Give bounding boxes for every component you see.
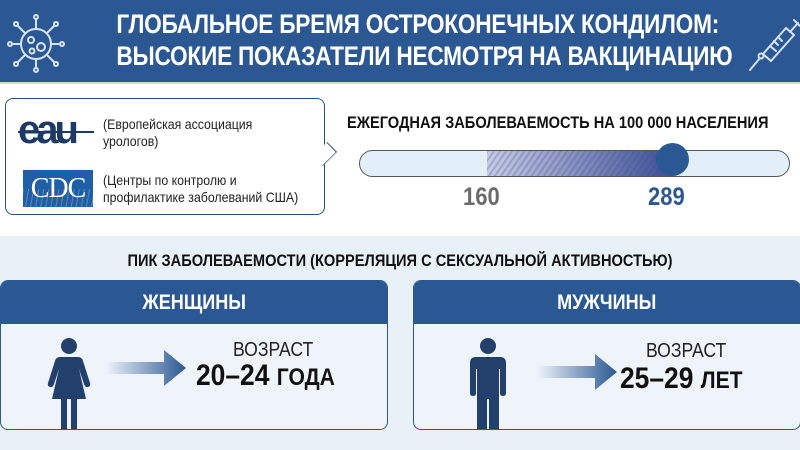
cdc-description: (Центры по контролю и профилактике забол… (103, 172, 298, 206)
sources-callout: eau (Европейская ассоциация урологов) CD… (5, 98, 338, 215)
men-age-value: 25–29 ЛЕТ (620, 362, 743, 396)
men-age-label: ВОЗРАСТ (646, 340, 727, 362)
peak-title: ПИК ЗАБОЛЕВАЕМОСТИ (КОРРЕЛЯЦИЯ С СЕКСУАЛ… (127, 251, 673, 270)
female-figure-icon (47, 338, 91, 429)
incidence-low-value: 160 (463, 183, 500, 211)
cdc-logo-text: CDC (30, 173, 87, 204)
syringe-icon (749, 19, 800, 71)
women-age-value: 20–24 ГОДА (196, 359, 335, 393)
arrow-right-icon (537, 354, 617, 390)
title-line-2: ВЫСОКИЕ ПОКАЗАТЕЛИ НЕСМОТРЯ НА ВАКЦИНАЦИ… (116, 41, 733, 71)
male-figure-icon (470, 338, 506, 429)
peak-incidence-section: ПИК ЗАБОЛЕВАЕМОСТИ (КОРРЕЛЯЦИЯ С СЕКСУАЛ… (0, 236, 800, 450)
women-card-header: ЖЕНЩИНЫ (1, 281, 387, 324)
men-label: МУЖЧИНЫ (557, 291, 657, 314)
women-age-label: ВОЗРАСТ (233, 339, 314, 361)
page-title: ГЛОБАЛЬНОЕ БРЕМЯ ОСТРОКОНЕЧНЫХ КОНДИЛОМ:… (116, 8, 733, 72)
title-line-1: ГЛОБАЛЬНОЕ БРЕМЯ ОСТРОКОНЕЧНЫХ КОНДИЛОМ: (116, 9, 720, 39)
arrow-right-icon (106, 350, 186, 386)
incidence-range-bar (359, 150, 790, 177)
women-card: ЖЕНЩИНЫ ВОЗРАСТ 20–24 ГОДА (0, 280, 388, 430)
men-card: МУЖЧИНЫ ВОЗРАСТ 25–29 ЛЕТ (413, 280, 800, 430)
women-label: ЖЕНЩИНЫ (142, 291, 246, 314)
virus-icon (7, 14, 65, 73)
cdc-text-line-2: профилактике заболеваний США) (103, 189, 299, 205)
eau-text-line-2: урологов) (103, 133, 159, 149)
incidence-high-marker (656, 143, 689, 176)
incidence-range-fill (487, 151, 673, 176)
men-age-range: 25–29 (620, 362, 694, 395)
women-age-range: 20–24 (196, 359, 270, 392)
eau-text-line-1: (Европейская ассоциация (103, 116, 253, 132)
callout-pointer (312, 141, 338, 167)
header-banner: ГЛОБАЛЬНОЕ БРЕМЯ ОСТРОКОНЕЧНЫХ КОНДИЛОМ:… (0, 0, 800, 84)
men-age-unit: ЛЕТ (700, 367, 743, 394)
eau-description: (Европейская ассоциация урологов) (103, 116, 252, 150)
men-card-header: МУЖЧИНЫ (414, 281, 800, 324)
eau-logo: eau (18, 111, 94, 151)
incidence-title: ЕЖЕГОДНАЯ ЗАБОЛЕВАЕМОСТЬ НА 100 000 НАСЕ… (347, 113, 769, 132)
incidence-high-value: 289 (648, 183, 685, 211)
cdc-logo: CDC (23, 170, 93, 207)
cdc-text-line-1: (Центры по контролю и (103, 172, 237, 188)
cdc-logo-rays (23, 189, 93, 207)
women-age-unit: ГОДА (276, 364, 335, 391)
